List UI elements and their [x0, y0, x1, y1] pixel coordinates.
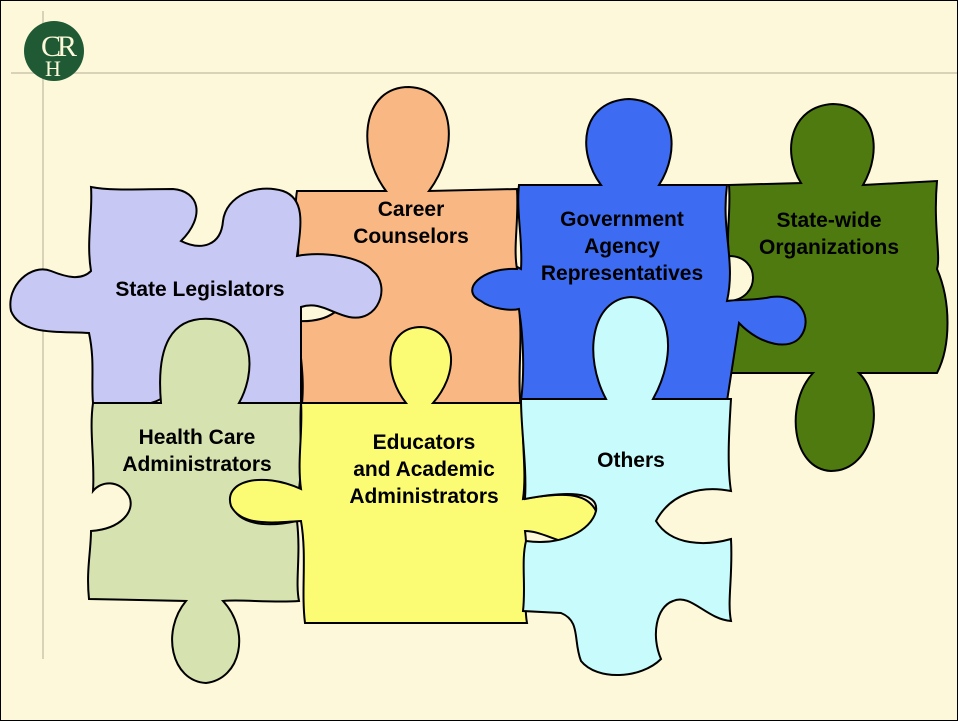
puzzle-piece-health-care-administrators: [87, 317, 303, 685]
puzzle-piece-others: [519, 295, 733, 676]
svg-text:H: H: [45, 56, 61, 81]
label-line: Educators: [372, 431, 476, 454]
label-line: Organizations: [758, 236, 900, 259]
label-career-counselors: Career Counselors: [321, 196, 501, 250]
label-line: Government: [560, 208, 684, 231]
svg-text:R: R: [57, 30, 77, 63]
label-line: State-wide: [776, 209, 882, 232]
label-educators-and-academic-administrators: Educators and Academic Administrators: [319, 429, 529, 510]
puzzle-piece-state-legislators: [9, 185, 383, 411]
label-line: Health Care: [138, 426, 256, 449]
crh-logo-icon: C R H: [24, 21, 84, 81]
label-others: Others: [561, 447, 701, 474]
label-line: Others: [597, 449, 665, 472]
label-state-wide-organizations: State-wide Organizations: [729, 207, 929, 261]
puzzle-piece-state-wide-organizations: [727, 102, 949, 473]
label-health-care-administrators: Health Care Administrators: [97, 424, 297, 478]
svg-text:C: C: [41, 30, 61, 63]
label-line: and Academic: [353, 458, 495, 481]
label-government-agency-representatives: Government Agency Representatives: [516, 206, 728, 287]
label-line: State Legislators: [115, 278, 285, 301]
label-line: Counselors: [353, 225, 469, 248]
puzzle-piece-educators-and-academic-administrators: [228, 325, 599, 624]
label-line: Administrators: [122, 453, 272, 476]
label-line: Representatives: [540, 262, 704, 285]
label-line: Career: [377, 198, 445, 221]
label-state-legislators: State Legislators: [89, 276, 311, 303]
label-line: Administrators: [349, 485, 499, 508]
label-line: Agency: [584, 235, 660, 258]
